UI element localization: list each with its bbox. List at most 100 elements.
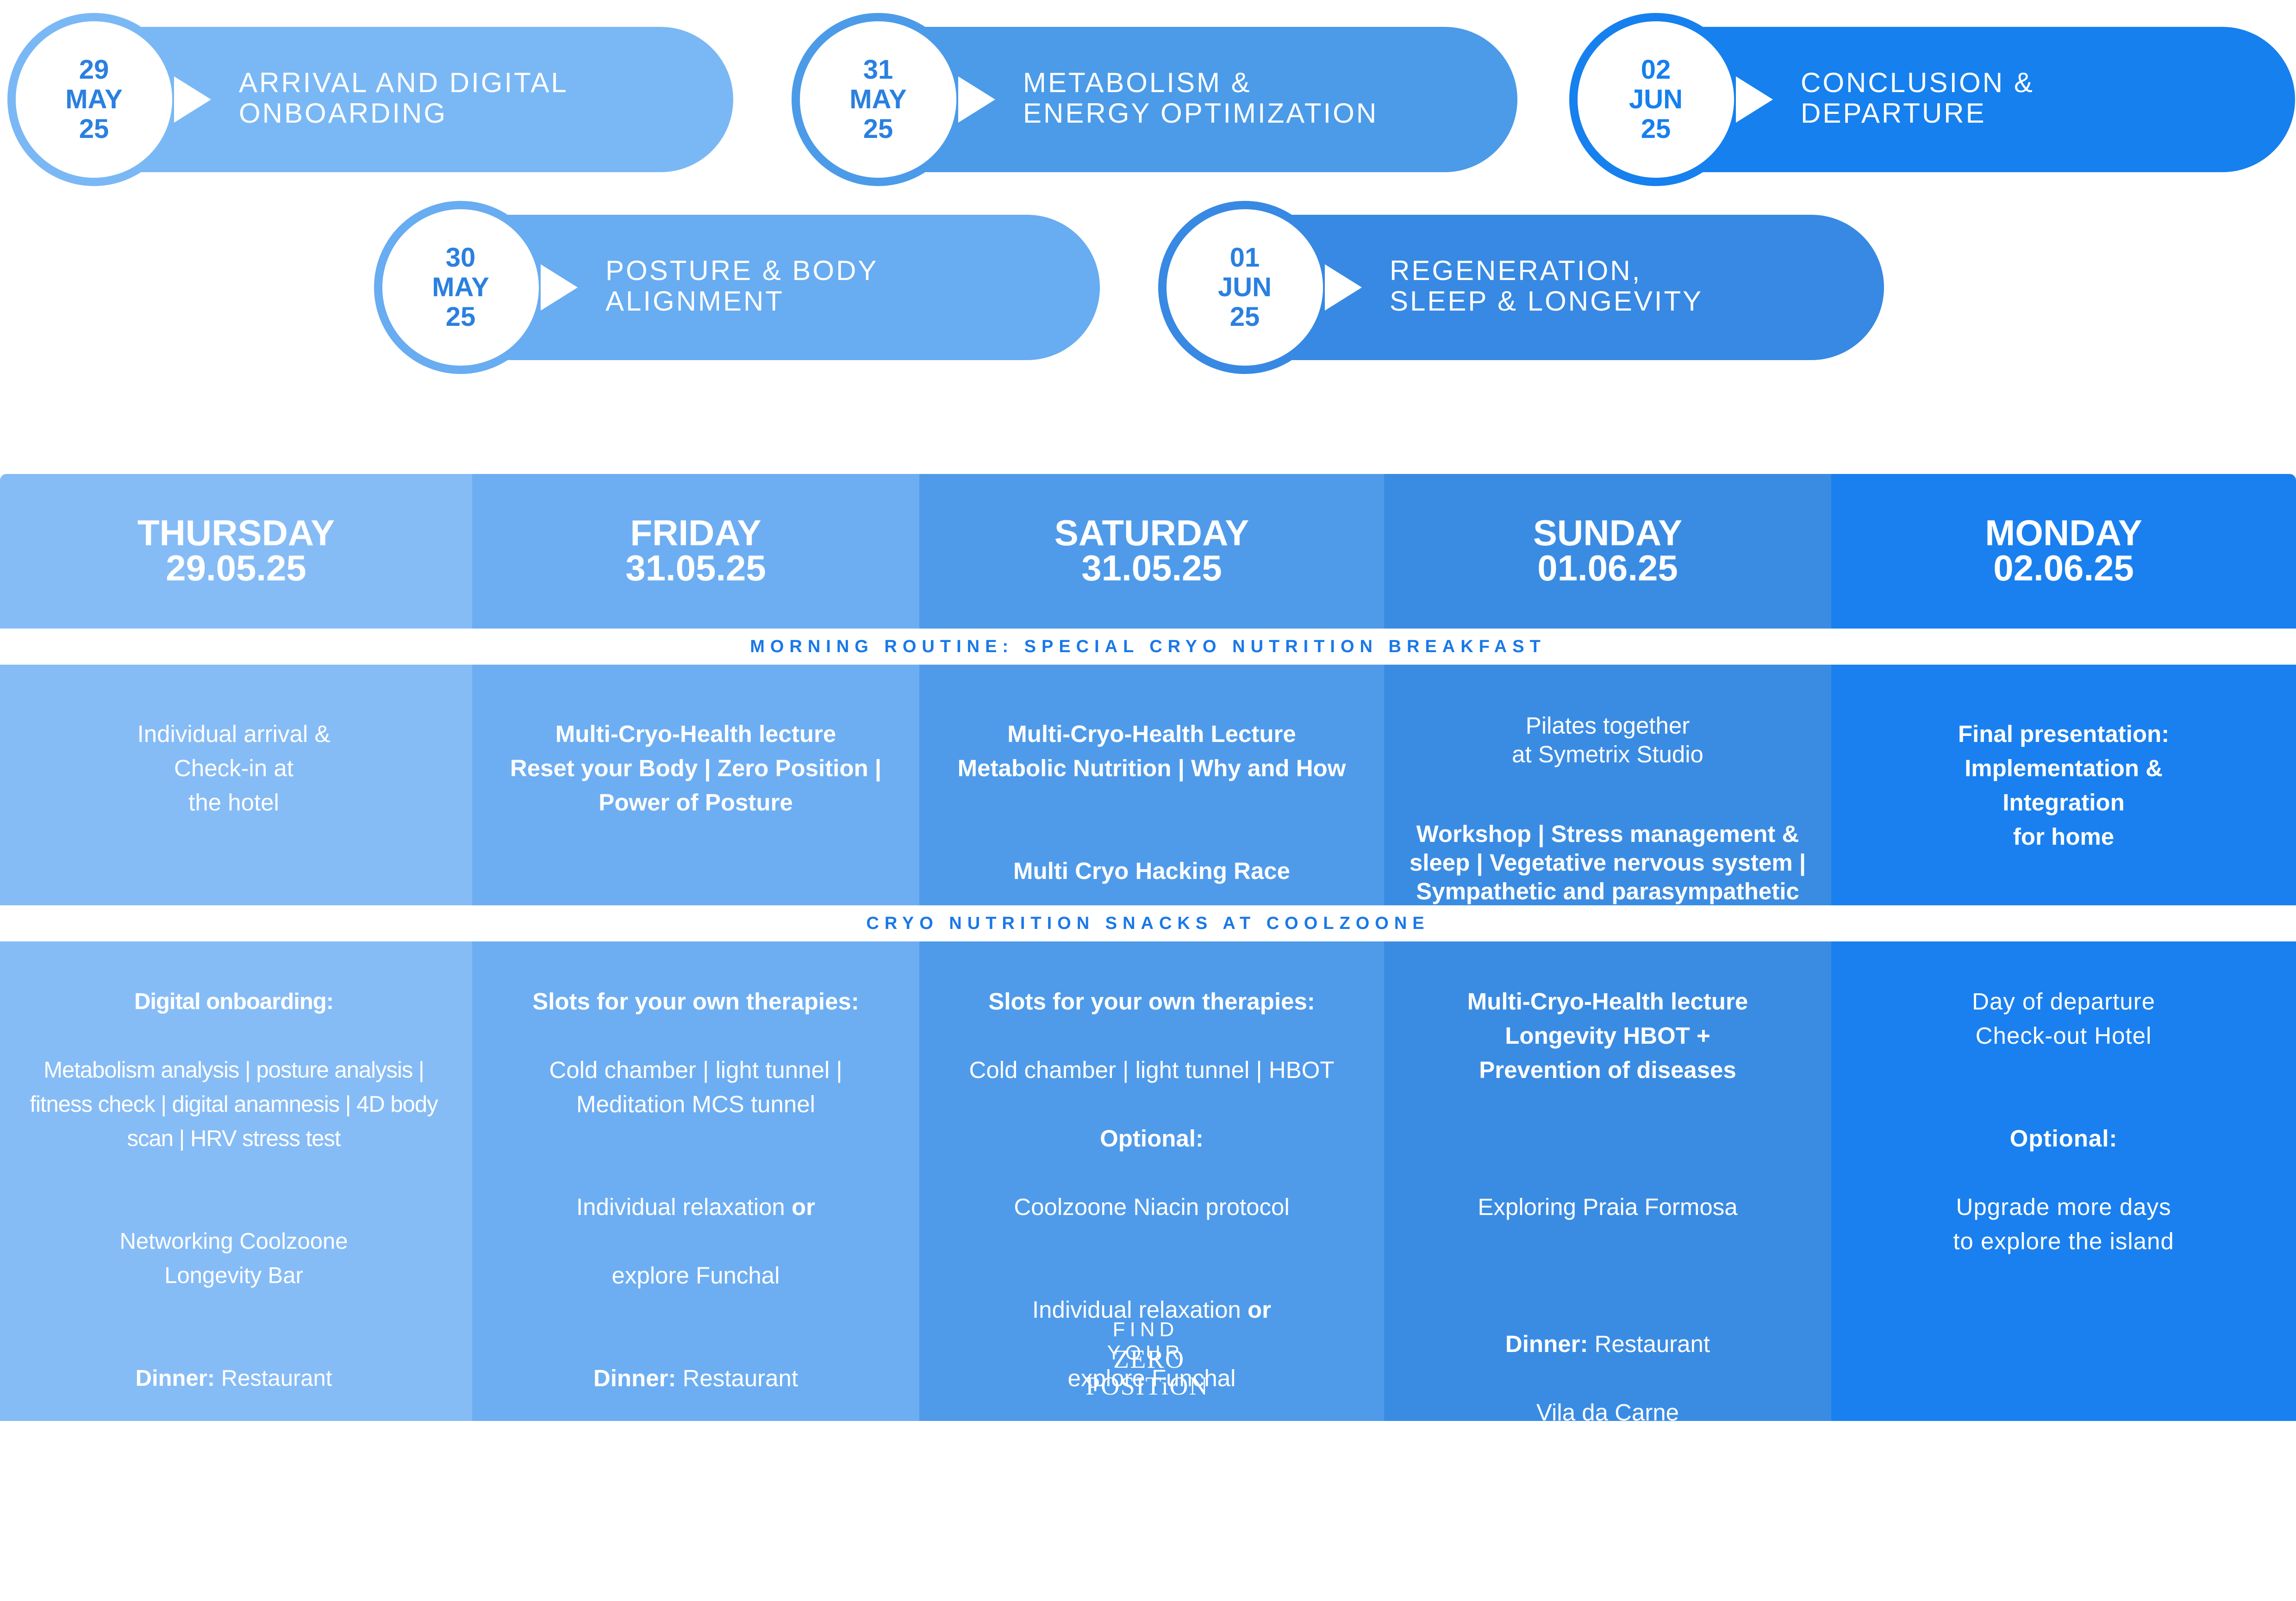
day-header-sunday: SUNDAY 01.06.25 <box>1384 474 1831 627</box>
zero-position-logo: ZERO POSITiON <box>1086 1345 1224 1405</box>
afternoon-thursday-body: Metabolism analysis | posture analysis |… <box>30 1058 438 1151</box>
pointer-arrow-icon <box>958 76 995 123</box>
date-month: JUN <box>1217 272 1272 302</box>
afternoon-monday-optional-body: Upgrade more days to explore the island <box>1953 1194 2174 1254</box>
timeline-title: REGENERATION, SLEEP & LONGEVITY <box>1390 255 1703 317</box>
afternoon-monday-body: Day of departure Check-out Hotel <box>1972 988 2155 1049</box>
afternoon-saturday-relax: Individual relaxation or <box>919 1293 1384 1327</box>
afternoon-saturday-body: Cold chamber | light tunnel | HBOT <box>969 1057 1335 1083</box>
timeline-title: CONCLUSION & DEPARTURE <box>1801 67 2034 129</box>
day-name: SATURDAY <box>1054 512 1249 553</box>
afternoon-thursday-networking: Networking Coolzoone Longevity Bar <box>119 1229 348 1288</box>
date-year: 25 <box>79 114 109 144</box>
afternoon-sunday-dinner: Dinner: Restaurant <box>1384 1327 1831 1361</box>
afternoon-friday-dinner: Dinner: Restaurant <box>472 1361 919 1395</box>
date-day: 30 <box>445 243 476 273</box>
date-year: 25 <box>445 302 476 332</box>
timeline-pill-arrival: 29 MAY 25 ARRIVAL AND DIGITAL ONBOARDING <box>7 13 733 186</box>
afternoon-saturday-heading: Slots for your own therapies: <box>988 988 1315 1015</box>
logo-word-zero: ZERO <box>1113 1345 1185 1374</box>
morning-saturday-lecture: Multi-Cryo-Health Lecture Metabolic Nutr… <box>957 721 1346 781</box>
timeline-pill-regeneration: 01 JUN 25 REGENERATION, SLEEP & LONGEVIT… <box>1158 201 1884 374</box>
relax-or: or <box>791 1194 815 1220</box>
day-name: MONDAY <box>1985 512 2142 553</box>
pointer-arrow-icon <box>1325 264 1362 311</box>
date-circle: 30 MAY 25 <box>374 201 547 374</box>
morning-cell-monday: Final presentation: Implementation & Int… <box>1831 683 2296 854</box>
day-name: SUNDAY <box>1533 512 1683 553</box>
day-name: FRIDAY <box>630 512 761 553</box>
timeline-title: ARRIVAL AND DIGITAL ONBOARDING <box>239 67 568 129</box>
afternoon-saturday-optional-body: Coolzoone Niacin protocol <box>1014 1194 1290 1220</box>
morning-sunday-pilates: Pilates together at Symetrix Studio <box>1512 712 1703 767</box>
date-circle: 02 JUN 25 <box>1569 13 1742 186</box>
relax-or: or <box>1247 1296 1271 1323</box>
date-month: JUN <box>1628 84 1683 114</box>
dinner-text: Restaurant <box>1588 1331 1710 1357</box>
pointer-arrow-icon <box>1736 76 1773 123</box>
date-circle: 01 JUN 25 <box>1158 201 1331 374</box>
date-day: 31 <box>863 55 893 85</box>
pointer-arrow-icon <box>174 76 211 123</box>
day-header-friday: FRIDAY 31.05.25 <box>472 474 919 627</box>
date-day: 01 <box>1229 243 1260 273</box>
afternoon-cell-monday: Day of departure Check-out Hotel Optiona… <box>1831 950 2296 1293</box>
morning-cell-sunday: Pilates together at Symetrix Studio Work… <box>1384 683 1831 963</box>
afternoon-thursday-heading: Digital onboarding: <box>134 989 334 1014</box>
band-morning-routine: MORNING ROUTINE: SPECIAL CRYO NUTRITION … <box>0 629 2296 665</box>
morning-saturday-race: Multi Cryo Hacking Race <box>1013 858 1290 884</box>
timeline-pill-conclusion: 02 JUN 25 CONCLUSION & DEPARTURE <box>1569 13 2295 186</box>
afternoon-monday-optional: Optional: <box>2009 1125 2118 1152</box>
relax-text: Individual relaxation <box>1032 1296 1248 1323</box>
dinner-label: Dinner: <box>593 1365 676 1391</box>
afternoon-cell-friday: Slots for your own therapies: Cold chamb… <box>472 950 919 1498</box>
afternoon-friday-body: Cold chamber | light tunnel | Meditation… <box>549 1057 842 1117</box>
morning-friday-text: Multi-Cryo-Health lecture Reset your Bod… <box>510 721 882 816</box>
day-name: THURSDAY <box>137 512 335 553</box>
day-header-thursday: THURSDAY 29.05.25 <box>0 474 472 627</box>
morning-cell-saturday: Multi-Cryo-Health Lecture Metabolic Nutr… <box>919 683 1384 922</box>
afternoon-saturday-restaurant: Theo's <box>1117 1536 1187 1563</box>
day-date: 31.05.25 <box>1081 548 1222 588</box>
morning-cell-thursday: Individual arrival & Check-in at the hot… <box>0 683 468 820</box>
afternoon-friday-heading: Slots for your own therapies: <box>532 988 859 1015</box>
relax-text: Individual relaxation <box>576 1194 792 1220</box>
date-month: MAY <box>849 84 907 114</box>
afternoon-thursday-restaurant: Poncha da Imperatriz <box>126 1434 342 1459</box>
afternoon-cell-saturday: Slots for your own therapies: Cold chamb… <box>919 950 1384 1601</box>
date-year: 25 <box>1229 302 1260 332</box>
afternoon-sunday-explore: Exploring Praia Formosa <box>1478 1194 1738 1220</box>
day-date: 29.05.25 <box>166 548 306 588</box>
afternoon-saturday-dinner: Dinner: Restaurant <box>919 1464 1384 1498</box>
timeline-pill-posture: 30 MAY 25 POSTURE & BODY ALIGNMENT <box>374 201 1100 374</box>
dinner-label: Dinner: <box>1505 1331 1588 1357</box>
day-date: 31.05.25 <box>625 548 766 588</box>
dinner-text: Restaurant <box>1132 1468 1254 1494</box>
afternoon-sunday-heading: Multi-Cryo-Health lecture Longevity HBOT… <box>1467 988 1748 1083</box>
timeline-pill-metabolism: 31 MAY 25 METABOLISM & ENERGY OPTIMIZATI… <box>792 13 1517 186</box>
afternoon-friday-restaurant: Jin Garden <box>638 1433 754 1460</box>
timeline-title: POSTURE & BODY ALIGNMENT <box>605 255 879 317</box>
logo-word-position: POSITiON <box>1086 1372 1209 1401</box>
day-date: 02.06.25 <box>1993 548 2134 588</box>
find-your-text: FIND YOUR <box>1107 1318 1185 1364</box>
dinner-label: Dinner: <box>1049 1468 1132 1494</box>
date-year: 25 <box>863 114 893 144</box>
date-year: 25 <box>1641 114 1671 144</box>
afternoon-cell-thursday: Digital onboarding: Metabolism analysis … <box>0 950 468 1498</box>
afternoon-saturday-optional: Optional: <box>1100 1125 1204 1152</box>
date-day: 29 <box>79 55 109 85</box>
date-circle: 31 MAY 25 <box>792 13 965 186</box>
morning-monday-text: Final presentation: Implementation & Int… <box>1958 721 2170 850</box>
afternoon-saturday-explore: explore Funchal <box>1067 1365 1236 1391</box>
date-month: MAY <box>65 84 123 114</box>
dinner-text: Restaurant <box>676 1365 799 1391</box>
afternoon-thursday-dinner: Dinner: Restaurant <box>0 1361 468 1395</box>
timeline-title: METABOLISM & ENERGY OPTIMIZATION <box>1023 67 1379 129</box>
morning-cell-friday: Multi-Cryo-Health lecture Reset your Bod… <box>472 683 919 820</box>
date-circle: 29 MAY 25 <box>7 13 181 186</box>
afternoon-cell-sunday: Multi-Cryo-Health lecture Longevity HBOT… <box>1384 950 1831 1464</box>
date-month: MAY <box>432 272 489 302</box>
day-header-saturday: SATURDAY 31.05.25 <box>919 474 1384 627</box>
morning-sunday-workshop: Workshop | Stress management & sleep | V… <box>1409 821 1806 933</box>
